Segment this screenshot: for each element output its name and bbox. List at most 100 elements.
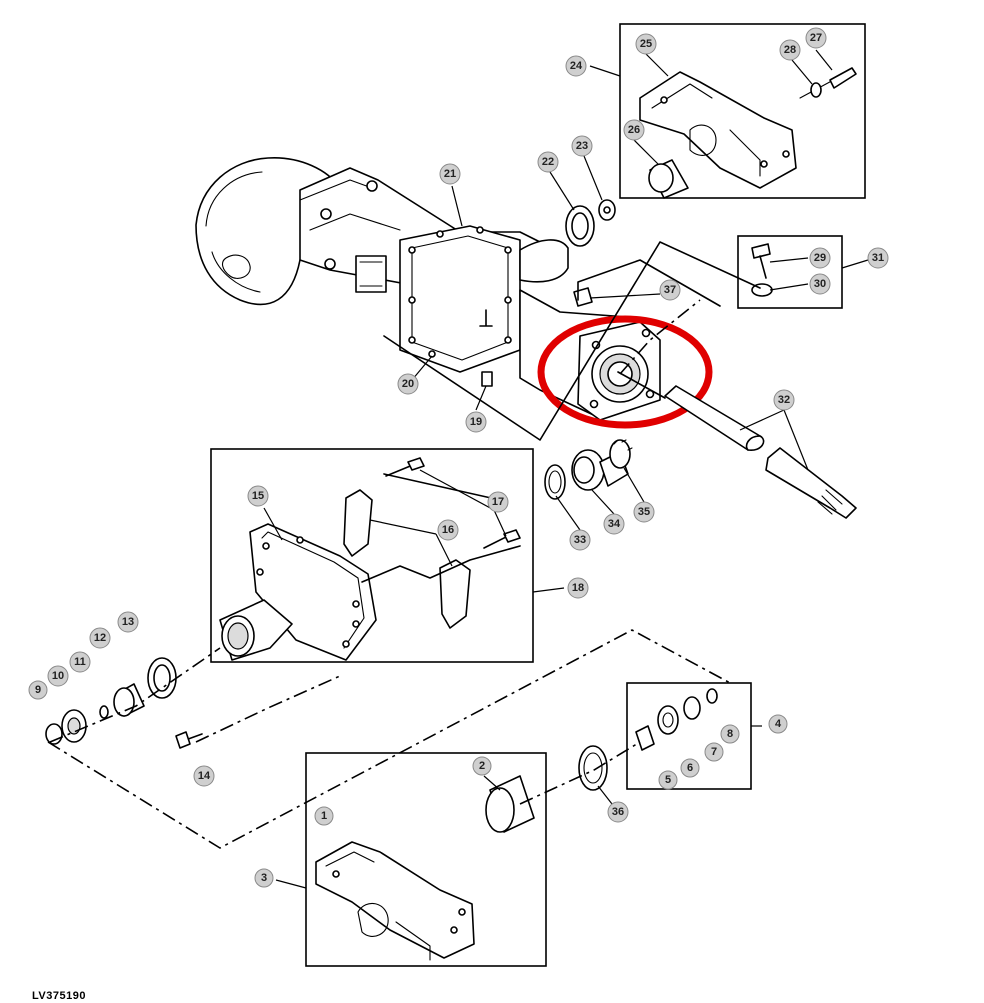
svg-text:16: 16 [442,524,454,536]
callout-30: 30 [809,273,831,295]
svg-text:8: 8 [727,728,733,740]
callout-20: 20 [397,373,419,395]
svg-text:9: 9 [35,684,41,696]
callout-28: 28 [779,39,801,61]
highlight-circle [537,315,713,429]
callout-1: 1 [314,806,334,826]
pin-20 [428,350,436,358]
axle-housing [195,157,641,419]
callout-10: 10 [47,665,69,687]
callout-19: 19 [465,411,487,433]
svg-text:33: 33 [574,534,586,546]
callout-3: 3 [254,868,274,888]
callout-13: 13 [117,611,139,633]
callout-31: 31 [867,247,889,269]
callout-27: 27 [805,27,827,49]
left-stack [45,657,203,749]
svg-text:21: 21 [444,168,456,180]
bushing-2 [485,775,535,833]
drive-shafts [617,371,857,519]
right-small-stack [635,688,718,751]
svg-text:26: 26 [628,124,640,136]
callout-8: 8 [720,724,740,744]
callout-16: 16 [437,519,459,541]
svg-text:23: 23 [576,140,588,152]
group-box-4 [626,682,752,790]
svg-text:25: 25 [640,38,652,50]
callout-29: 29 [809,247,831,269]
callout-17: 17 [487,491,509,513]
group-box-24 [619,23,866,199]
svg-text:31: 31 [872,252,884,264]
seal-36 [578,745,608,791]
callout-12: 12 [89,627,111,649]
callout-6: 6 [680,758,700,778]
svg-text:30: 30 [814,278,826,290]
svg-text:22: 22 [542,156,554,168]
group-box-18 [210,448,534,663]
svg-text:15: 15 [252,490,264,502]
callout-5: 5 [658,770,678,790]
callout-34: 34 [603,513,625,535]
callout-4: 4 [768,714,788,734]
svg-text:28: 28 [784,44,796,56]
svg-text:34: 34 [608,518,621,530]
svg-text:3: 3 [261,872,267,884]
svg-text:12: 12 [94,632,106,644]
seal-washer [565,199,616,247]
centerlines [47,299,733,849]
bearing-stack [544,439,633,500]
fitting-37 [573,287,593,307]
callout-11: 11 [69,651,91,673]
plug-19 [481,371,493,387]
callout-7: 7 [704,742,724,762]
svg-text:19: 19 [470,416,482,428]
svg-text:32: 32 [778,394,790,406]
svg-text:17: 17 [492,496,504,508]
svg-text:35: 35 [638,506,650,518]
svg-text:2: 2 [479,760,485,772]
svg-text:11: 11 [74,656,86,668]
breather-parts [751,243,773,297]
svg-text:29: 29 [814,252,826,264]
callout-22: 22 [537,151,559,173]
svg-text:4: 4 [775,718,782,730]
callout-18: 18 [567,577,589,599]
callout-37: 37 [659,279,681,301]
group-box-3 [305,752,547,967]
assembly-lines [361,241,761,583]
callout-24: 24 [565,55,587,77]
callout-32: 32 [773,389,795,411]
svg-text:24: 24 [570,60,583,72]
callout-21: 21 [439,163,461,185]
callout-2: 2 [472,756,492,776]
callout-9: 9 [28,680,48,700]
svg-text:20: 20 [402,378,414,390]
group-box-31 [737,235,843,309]
callout-26: 26 [623,119,645,141]
svg-text:5: 5 [665,774,671,786]
callout-23: 23 [571,135,593,157]
callout-14: 14 [193,765,215,787]
svg-text:27: 27 [810,32,822,44]
callout-25: 25 [635,33,657,55]
end-flange [577,321,661,421]
svg-text:37: 37 [664,284,676,296]
svg-text:36: 36 [612,806,624,818]
svg-text:14: 14 [198,770,211,782]
callout-15: 15 [247,485,269,507]
support-bracket [315,841,475,961]
figure-id: LV375190 [32,990,86,1002]
svg-text:1: 1 [321,810,327,822]
svg-text:6: 6 [687,762,693,774]
svg-text:13: 13 [122,616,134,628]
callout-33: 33 [569,529,591,551]
callout-35: 35 [633,501,655,523]
svg-text:7: 7 [711,746,717,758]
callout-leaders [263,49,869,889]
cap-25 [639,67,857,199]
callout-36: 36 [607,801,629,823]
differential-housing [219,457,521,661]
